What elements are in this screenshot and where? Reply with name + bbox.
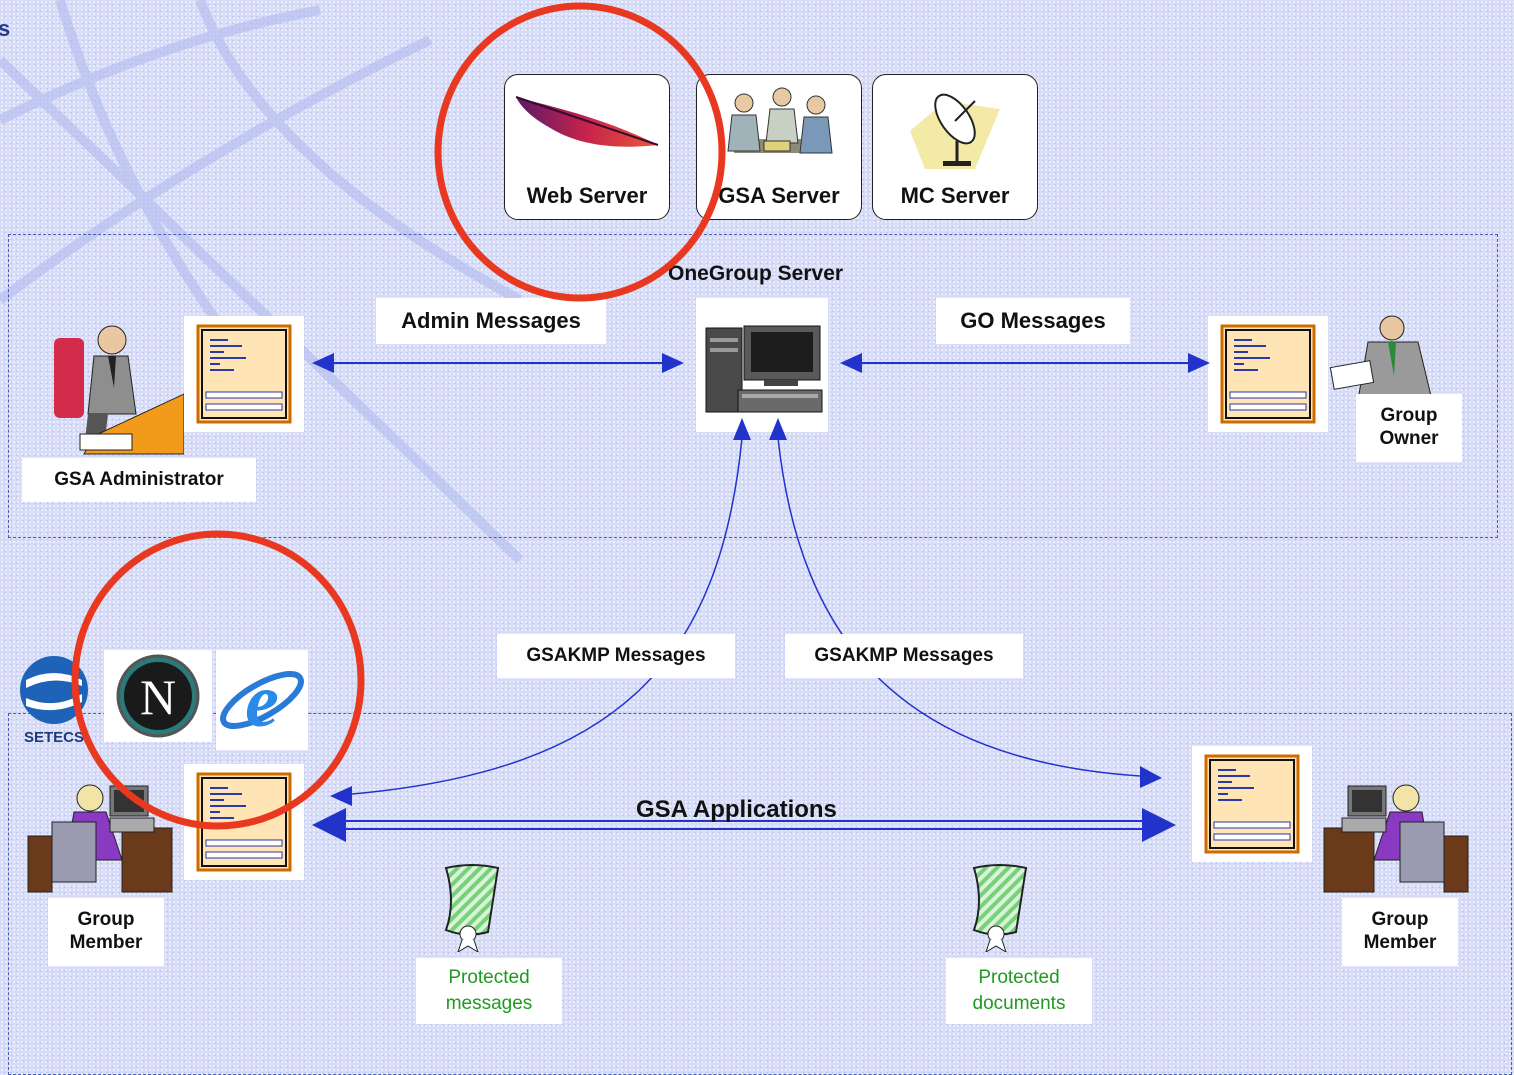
group-member-right-line2: Member: [1363, 932, 1437, 953]
group-member-right-label: Group Member: [1342, 898, 1458, 966]
server-computer-icon: [705, 325, 823, 413]
certificate-scroll-icon: [972, 864, 1028, 952]
group-member-right-line1: Group: [1371, 909, 1429, 931]
certificate-scroll-icon: [444, 864, 500, 952]
admin-messages-label: Admin Messages: [376, 298, 606, 344]
group-owner-line2: Owner: [1379, 428, 1439, 449]
svg-text:SETECS: SETECS: [24, 729, 84, 744]
member-person-icon: [1323, 784, 1469, 893]
onegroup-region: [8, 234, 1498, 538]
go-messages-label: GO Messages: [936, 298, 1130, 344]
administrator-person-icon: [54, 325, 184, 455]
meeting-people-icon: [727, 87, 833, 154]
client-terminal-icon: [1220, 324, 1316, 424]
gsa-server-label: GSA Server: [718, 183, 840, 208]
gsakmp-left-label: GSAKMP Messages: [497, 634, 735, 678]
protected-messages-label: Protected messages: [416, 958, 562, 1024]
gsakmp-right-label: GSAKMP Messages: [785, 634, 1023, 678]
setecs-logo-icon: SETECS: [20, 656, 88, 746]
web-server-label: Web Server: [526, 183, 648, 208]
member-right-client-terminal[interactable]: [1192, 746, 1312, 862]
mc-server-box[interactable]: MC Server: [872, 74, 1038, 220]
netscape-logo-icon: N: [116, 654, 200, 738]
mc-server-label: MC Server: [900, 183, 1010, 208]
member-person-icon: [27, 784, 173, 893]
gsa-applications-label: GSA Applications: [636, 796, 837, 823]
netscape-logo-tile[interactable]: N: [104, 650, 212, 742]
client-terminal-icon: [196, 772, 292, 872]
svg-text:e: e: [245, 659, 279, 743]
group-owner-line1: Group: [1380, 405, 1438, 427]
group-member-left-label: Group Member: [48, 898, 164, 966]
gsa-server-box[interactable]: GSA Server: [696, 74, 862, 220]
member-left-client-terminal[interactable]: [184, 764, 304, 880]
ie-logo-tile[interactable]: e: [216, 650, 308, 750]
web-server-box[interactable]: Web Server: [504, 74, 670, 220]
setecs-logo-tile[interactable]: SETECS: [8, 652, 100, 746]
onegroup-server[interactable]: [696, 298, 828, 432]
svg-text:N: N: [140, 669, 176, 725]
protected-messages-line2: messages: [445, 993, 533, 1014]
group-member-left-line1: Group: [77, 909, 135, 931]
client-terminal-icon: [1204, 754, 1300, 854]
owner-person-icon: [1329, 315, 1433, 401]
group-member-left-line2: Member: [69, 932, 143, 953]
satellite-dish-icon: [910, 93, 1000, 169]
gsa-administrator-label: GSA Administrator: [22, 458, 256, 502]
owner-client-terminal[interactable]: [1208, 316, 1328, 432]
group-owner-label: Group Owner: [1356, 394, 1462, 462]
svg-text:s: s: [0, 16, 10, 41]
onegroup-server-title: OneGroup Server: [668, 262, 844, 285]
protected-documents-line2: documents: [972, 993, 1066, 1014]
apache-feather-icon: [515, 96, 659, 147]
protected-documents-label: Protected documents: [946, 958, 1092, 1024]
protected-documents-line1: Protected: [978, 967, 1060, 989]
protected-messages-line1: Protected: [448, 967, 530, 989]
admin-client-terminal[interactable]: [184, 316, 304, 432]
client-terminal-icon: [196, 324, 292, 424]
ie-logo-icon: e: [220, 659, 304, 743]
